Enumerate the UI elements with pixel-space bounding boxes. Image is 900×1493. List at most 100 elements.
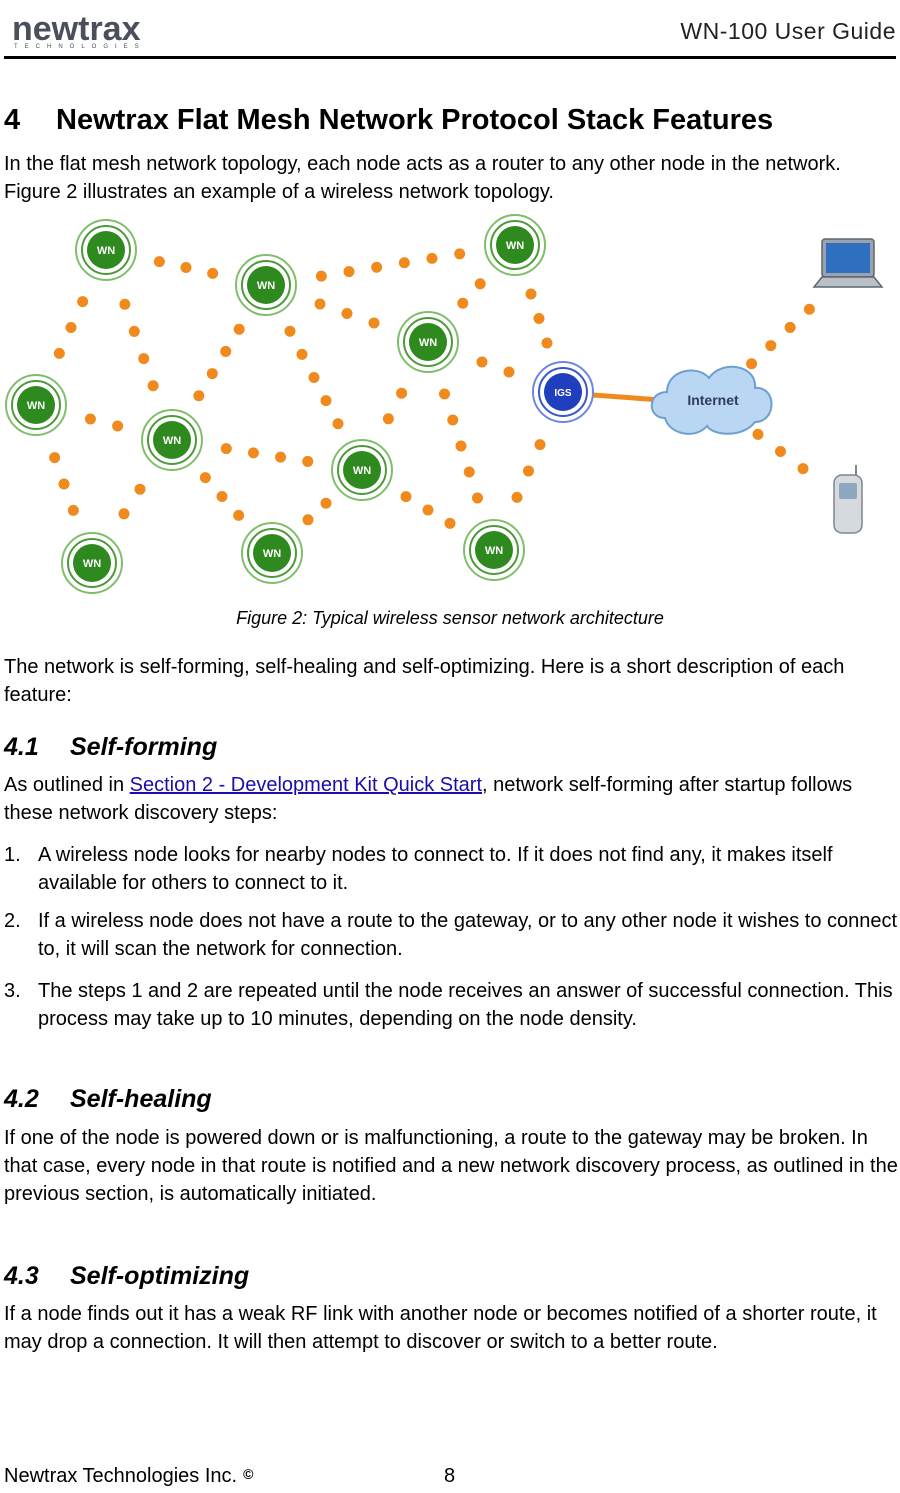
link-dot — [775, 446, 786, 457]
link-dot — [275, 451, 287, 463]
link-dot — [447, 414, 459, 426]
company-name: Newtrax Technologies Inc. — [4, 1465, 238, 1487]
link-dot — [118, 508, 130, 520]
link-dot — [476, 356, 488, 368]
node-label: WN — [27, 400, 45, 412]
wireless-node-icon — [153, 421, 191, 459]
node-label: WN — [419, 337, 437, 349]
link-dot — [752, 428, 764, 440]
subsection-number: 4.2 — [4, 1085, 39, 1113]
list-item: 3. The steps 1 and 2 are repeated until … — [4, 977, 898, 1033]
link-dot — [302, 455, 314, 467]
link-dot — [199, 472, 211, 484]
link-dot — [341, 308, 353, 319]
link-dot — [134, 483, 146, 495]
link-dot — [503, 366, 515, 378]
wireless-node-icon — [73, 544, 111, 582]
copyright-symbol: © — [243, 1466, 254, 1482]
link-dot — [746, 358, 758, 370]
node-label: WN — [485, 545, 503, 557]
node-label: WN — [83, 558, 101, 570]
link-dot — [147, 380, 159, 392]
link-dot — [220, 345, 232, 357]
list-text: A wireless node looks for nearby nodes t… — [38, 844, 833, 894]
link-dot — [396, 387, 408, 399]
subsection-number: 4.1 — [4, 733, 39, 761]
section-number: 4 — [4, 104, 21, 136]
link-dot — [371, 261, 383, 273]
document-title: WN-100 User Guide — [680, 18, 896, 44]
wireless-node-icon — [496, 226, 534, 264]
figure-caption: Figure 2: Typical wireless sensor networ… — [236, 608, 664, 628]
link-dot — [315, 270, 327, 282]
link-dot — [193, 390, 205, 402]
section-4-heading: 4 Newtrax Flat Mesh Network Protocol Stac… — [4, 104, 773, 137]
features-intro: The network is self-forming, self-healin… — [4, 656, 845, 706]
section-4-1-heading: 4.1 Self-forming — [4, 733, 217, 762]
phone-screen — [839, 483, 857, 499]
link-dot — [247, 447, 259, 459]
list-text: If a wireless node does not have a route… — [38, 910, 898, 960]
link-dot — [314, 298, 326, 310]
wireless-node-icon — [409, 323, 447, 361]
section-title: Newtrax Flat Mesh Network Protocol Stack… — [56, 104, 774, 136]
subsection-title: Self-forming — [70, 733, 218, 761]
link-dot — [308, 372, 320, 383]
node-label: WN — [263, 548, 281, 560]
link-dot — [119, 298, 131, 310]
list-item: 2. If a wireless node does not have a ro… — [4, 907, 898, 963]
gateway-label: IGS — [554, 388, 572, 399]
page-number: 8 — [444, 1465, 456, 1487]
list-number: 2. — [4, 910, 21, 932]
section-4-2-text: If one of the node is powered down or is… — [4, 1127, 898, 1205]
subsection-title: Self-optimizing — [70, 1262, 250, 1290]
section-4-1-intro: As outlined in Section 2 - Development K… — [4, 771, 898, 827]
link-dot — [206, 368, 218, 380]
section-4-3-text: If a node finds out it has a weak RF lin… — [4, 1303, 877, 1353]
link-dot — [454, 248, 466, 260]
link-dot — [784, 321, 796, 333]
link-dot — [53, 347, 65, 359]
link-dot — [128, 325, 140, 337]
logo-wordmark: newtrax — [12, 10, 141, 48]
link-dot — [797, 463, 809, 475]
link-dot — [58, 478, 70, 490]
header-divider — [4, 56, 896, 59]
link-dot — [533, 313, 545, 324]
section-4-2-heading: 4.2 Self-healing — [4, 1085, 212, 1114]
link-dot — [444, 517, 456, 529]
link-dot — [77, 296, 89, 308]
link-dot — [49, 452, 61, 464]
link-dot — [296, 348, 308, 360]
link-dot — [343, 266, 355, 278]
laptop-base — [812, 276, 884, 288]
link-dot — [398, 257, 410, 269]
link-dot — [400, 491, 412, 503]
internet-cloud-icon — [650, 365, 773, 435]
quick-start-link[interactable]: Section 2 - Development Kit Quick Start — [129, 774, 483, 796]
node-label: WN — [506, 240, 524, 252]
node-label: WN — [163, 435, 181, 447]
link-dot — [803, 303, 815, 315]
node-label: WN — [97, 245, 115, 257]
link-dot — [320, 497, 332, 509]
link-dot — [284, 325, 296, 337]
link-dot — [457, 297, 469, 309]
link-dot — [463, 466, 475, 478]
node-label: WN — [257, 280, 275, 292]
newtrax-logo: newtrax TECHNOLOGIES — [8, 4, 168, 54]
link-dot — [180, 262, 192, 273]
link-dot — [534, 439, 546, 451]
gateway-internet-link — [592, 392, 662, 403]
link-dot — [207, 267, 219, 279]
laptop-screen — [826, 243, 870, 273]
list-text: The steps 1 and 2 are repeated until the… — [38, 980, 893, 1030]
link-dot — [84, 413, 96, 425]
subsection-number: 4.3 — [4, 1262, 39, 1290]
subsection-title: Self-healing — [70, 1085, 212, 1113]
wireless-node-icon — [87, 231, 125, 269]
link-dot — [382, 413, 394, 425]
gateway-icon — [544, 373, 582, 411]
link-dot — [474, 278, 486, 290]
